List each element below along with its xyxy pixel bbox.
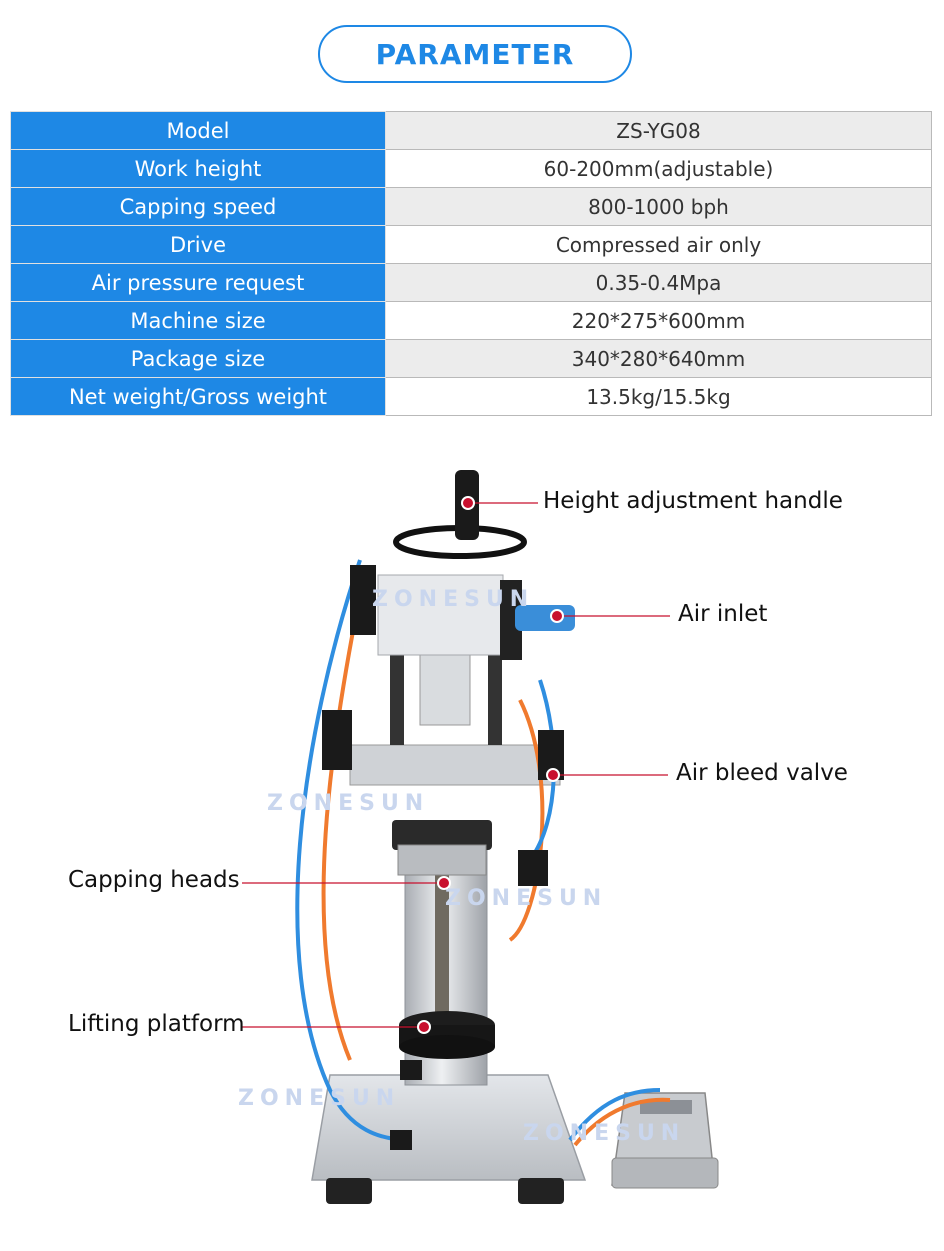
callout-markers: [417, 496, 564, 1034]
watermark-text: ZONESUN: [267, 791, 429, 816]
param-value: 0.35-0.4Mpa: [385, 263, 932, 302]
watermark-text: ZONESUN: [238, 1086, 400, 1111]
param-key: Work height: [10, 149, 386, 188]
callout-height-handle: Height adjustment handle: [543, 488, 843, 514]
param-key: Capping speed: [10, 187, 386, 226]
param-value: 13.5kg/15.5kg: [385, 377, 932, 416]
param-key: Package size: [10, 339, 386, 378]
watermark-text: ZONESUN: [372, 587, 534, 612]
callout-air-bleed-valve: Air bleed valve: [676, 760, 848, 786]
machine-figure: ZONESUN ZONESUN ZONESUN ZONESUN ZONESUN …: [0, 440, 944, 1251]
marker-dot: [546, 768, 560, 782]
watermark-text: ZONESUN: [445, 886, 607, 911]
param-value: 340*280*640mm: [385, 339, 932, 378]
param-key: Machine size: [10, 301, 386, 340]
zonesun-watermarks: ZONESUN ZONESUN ZONESUN ZONESUN ZONESUN: [238, 587, 685, 1146]
callout-air-inlet: Air inlet: [678, 601, 768, 627]
param-key: Air pressure request: [10, 263, 386, 302]
callout-lifting-platform: Lifting platform: [68, 1011, 245, 1037]
marker-dot: [461, 496, 475, 510]
parameter-title: PARAMETER: [375, 37, 575, 71]
head-unit: [349, 574, 561, 876]
watermark-text: ZONESUN: [523, 1121, 685, 1146]
param-key: Model: [10, 111, 386, 150]
parameter-title-pill: PARAMETER: [318, 25, 632, 83]
param-value: ZS-YG08: [385, 111, 932, 150]
callout-leaders: [242, 502, 670, 1028]
param-value: 220*275*600mm: [385, 301, 932, 340]
lifting-platform-part: [399, 1011, 495, 1059]
param-key: Net weight/Gross weight: [10, 377, 386, 416]
machine-illustration: ZONESUN ZONESUN ZONESUN ZONESUN ZONESUN: [238, 470, 719, 1204]
foot-pedal: [611, 1092, 719, 1189]
param-value: Compressed air only: [385, 225, 932, 264]
marker-dot: [417, 1020, 431, 1034]
param-value: 60-200mm(adjustable): [385, 149, 932, 188]
param-key: Drive: [10, 225, 386, 264]
marker-dot: [437, 876, 451, 890]
callout-capping-heads: Capping heads: [68, 867, 240, 893]
param-value: 800-1000 bph: [385, 187, 932, 226]
handwheel: [393, 470, 527, 559]
air-tubing: [295, 559, 671, 1147]
base-plate: [311, 1074, 587, 1204]
marker-dot: [550, 609, 564, 623]
